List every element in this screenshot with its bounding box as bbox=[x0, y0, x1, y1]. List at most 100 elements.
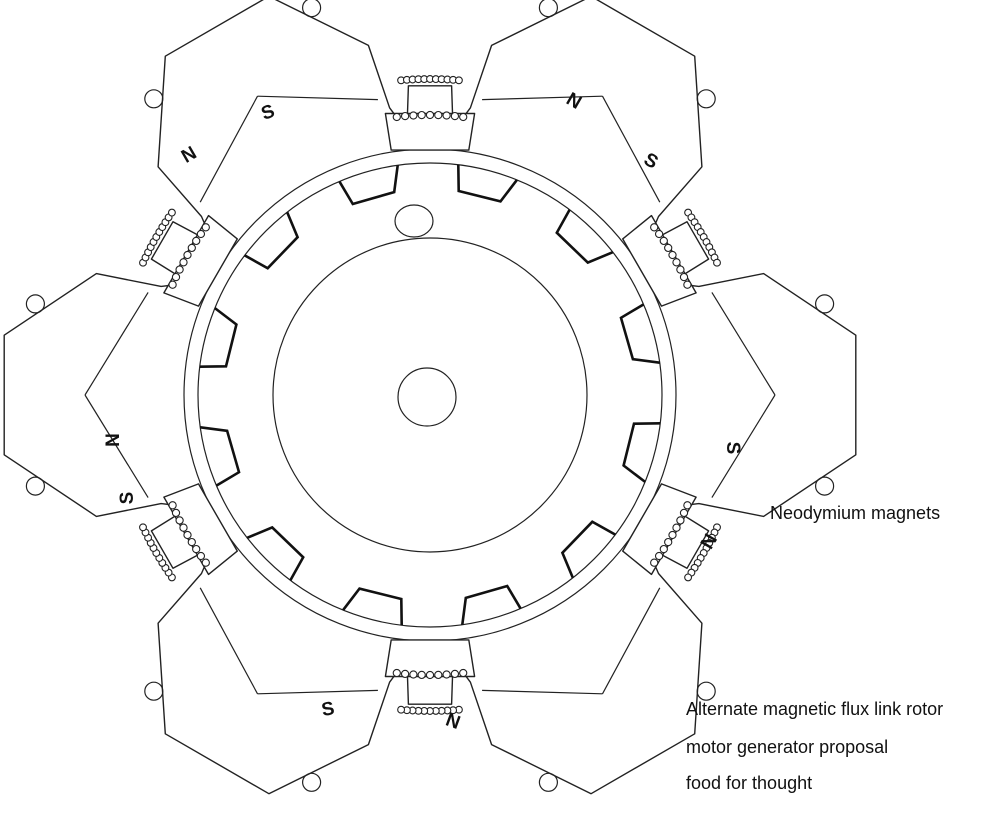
coil-turn bbox=[672, 523, 681, 532]
coil-turn bbox=[672, 258, 681, 267]
coil-turn bbox=[400, 669, 410, 679]
coil-turn bbox=[392, 668, 401, 678]
coil-turn bbox=[434, 670, 443, 680]
rotor-tooth bbox=[246, 525, 305, 581]
coil-turn bbox=[409, 670, 418, 679]
outer-coils bbox=[139, 75, 721, 715]
pole-block bbox=[384, 112, 476, 151]
coil-turn bbox=[196, 229, 206, 239]
rotor-tooth bbox=[200, 426, 241, 487]
coil-turn bbox=[392, 112, 401, 122]
magnet-divider bbox=[257, 95, 378, 101]
title-line-2: motor generator proposal bbox=[686, 737, 889, 757]
magnet-divider bbox=[84, 292, 149, 396]
rotor-outer-ring bbox=[197, 162, 663, 628]
coil-turn bbox=[654, 551, 664, 561]
coil-turn bbox=[187, 537, 196, 547]
shaft bbox=[397, 367, 457, 427]
coil-turn bbox=[175, 516, 184, 525]
rotor-tooth bbox=[560, 520, 616, 579]
rotor-tooth bbox=[338, 165, 399, 206]
coil-turn bbox=[664, 243, 673, 253]
coil-turn bbox=[650, 558, 659, 567]
coil-turn bbox=[168, 280, 177, 289]
rotor-tooth bbox=[622, 422, 661, 483]
coil-turn bbox=[179, 523, 188, 532]
pole-label-n: N bbox=[443, 710, 463, 734]
pole-block bbox=[163, 214, 238, 307]
coil-turn bbox=[459, 668, 468, 678]
coil-turn bbox=[417, 670, 426, 680]
coil-turn bbox=[171, 508, 181, 518]
magnet-divider bbox=[601, 95, 661, 203]
coil-turn bbox=[683, 280, 692, 289]
rotor-tooth bbox=[461, 584, 522, 625]
rotor-tooth bbox=[342, 587, 403, 626]
coil-turn bbox=[679, 272, 689, 282]
magnet-divider bbox=[601, 587, 661, 695]
magnet-divider bbox=[199, 95, 259, 203]
coil-turn bbox=[425, 110, 435, 120]
coil-turn bbox=[201, 223, 210, 232]
magnet-divider bbox=[482, 95, 603, 101]
coil-turn bbox=[139, 523, 147, 532]
title-line-1: Alternate magnetic flux link rotor bbox=[686, 699, 944, 719]
coil-turn bbox=[192, 544, 201, 554]
coil-turn bbox=[679, 508, 689, 518]
title-line-3: food for thought bbox=[686, 773, 813, 793]
mounting-holes bbox=[25, 0, 835, 792]
coil-turn bbox=[668, 250, 677, 260]
mount-hole bbox=[814, 476, 835, 496]
coil-turn bbox=[196, 551, 206, 561]
mount-hole bbox=[25, 476, 46, 496]
mount-hole bbox=[144, 89, 164, 109]
magnet-divider bbox=[199, 587, 259, 695]
pole-label-s: S bbox=[117, 492, 138, 505]
coil-turn bbox=[442, 111, 451, 120]
coil-turn bbox=[183, 530, 192, 540]
pole-block bbox=[622, 483, 697, 576]
mount-hole bbox=[302, 772, 322, 792]
magnet-divider bbox=[482, 689, 603, 695]
coil-turn bbox=[650, 223, 659, 232]
mount-hole bbox=[25, 294, 46, 314]
coil-turn bbox=[175, 265, 184, 274]
pole-block bbox=[622, 214, 697, 307]
coil-turn bbox=[397, 705, 406, 714]
coil-turn bbox=[425, 670, 435, 680]
mount-hole bbox=[538, 0, 558, 18]
pole-label-s: S bbox=[320, 698, 336, 721]
coil-turn bbox=[676, 516, 685, 525]
coil-turn bbox=[450, 669, 460, 679]
mount-hole bbox=[696, 681, 716, 701]
magnet-divider bbox=[84, 394, 149, 498]
coil-turn bbox=[676, 265, 685, 274]
pole-label-s: S bbox=[722, 442, 743, 455]
coil-turn bbox=[179, 258, 188, 267]
rotor-tooth bbox=[619, 303, 660, 364]
coil-turn bbox=[192, 236, 201, 246]
mount-hole bbox=[814, 294, 835, 314]
coil-turn bbox=[683, 501, 692, 510]
coil-turn bbox=[668, 530, 677, 540]
magnets-label: Neodymium magnets bbox=[770, 503, 941, 523]
coil-turn bbox=[417, 110, 426, 120]
magnet-divider bbox=[711, 394, 776, 498]
coil-turn bbox=[171, 272, 181, 282]
mount-hole bbox=[144, 681, 164, 701]
coil-turn bbox=[659, 544, 668, 554]
magnet-divider bbox=[711, 292, 776, 396]
coil-turn bbox=[434, 110, 443, 120]
coil-turn bbox=[201, 558, 210, 567]
coil-turn bbox=[409, 111, 418, 120]
rotor-tooth bbox=[555, 209, 614, 265]
coil-turn bbox=[454, 76, 463, 85]
mount-hole bbox=[696, 89, 716, 109]
pole-label-n: N bbox=[103, 433, 124, 447]
rotor-core bbox=[272, 237, 588, 553]
rotor-tooth bbox=[457, 164, 518, 203]
coil-turn bbox=[167, 208, 176, 217]
coil-turn bbox=[713, 258, 721, 267]
coil-turn bbox=[664, 537, 673, 547]
coil-turn bbox=[459, 112, 468, 122]
